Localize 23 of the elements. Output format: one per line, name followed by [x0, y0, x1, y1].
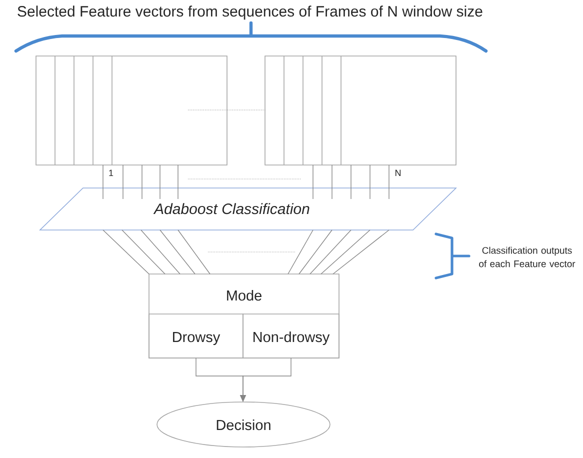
frame-box [36, 56, 228, 166]
table-cell: Drowsy [148, 314, 244, 358]
index-label: N [396, 170, 401, 176]
connector-line [312, 164, 314, 200]
connector-line [178, 230, 210, 274]
connector-line [388, 164, 390, 200]
connector-line [160, 230, 196, 274]
frame-box [264, 56, 456, 166]
heading: Selected Feature vectors from sequences of Frames of N window size [18, 6, 482, 20]
connector-line [310, 230, 352, 274]
index-label: 1 [109, 170, 114, 176]
connector-line [140, 230, 180, 274]
connector-line [350, 164, 352, 200]
brace-label: Classification outputs of each Feature vector [479, 246, 576, 268]
connector-line [332, 230, 390, 274]
connector-line [102, 230, 150, 274]
connector-line [122, 230, 166, 274]
connector-line [102, 164, 104, 200]
connector-line [320, 230, 370, 274]
table-cell: Non-drowsy [242, 314, 340, 358]
connector-line [288, 230, 314, 274]
connector-line [298, 230, 332, 274]
connector-line [122, 164, 124, 200]
